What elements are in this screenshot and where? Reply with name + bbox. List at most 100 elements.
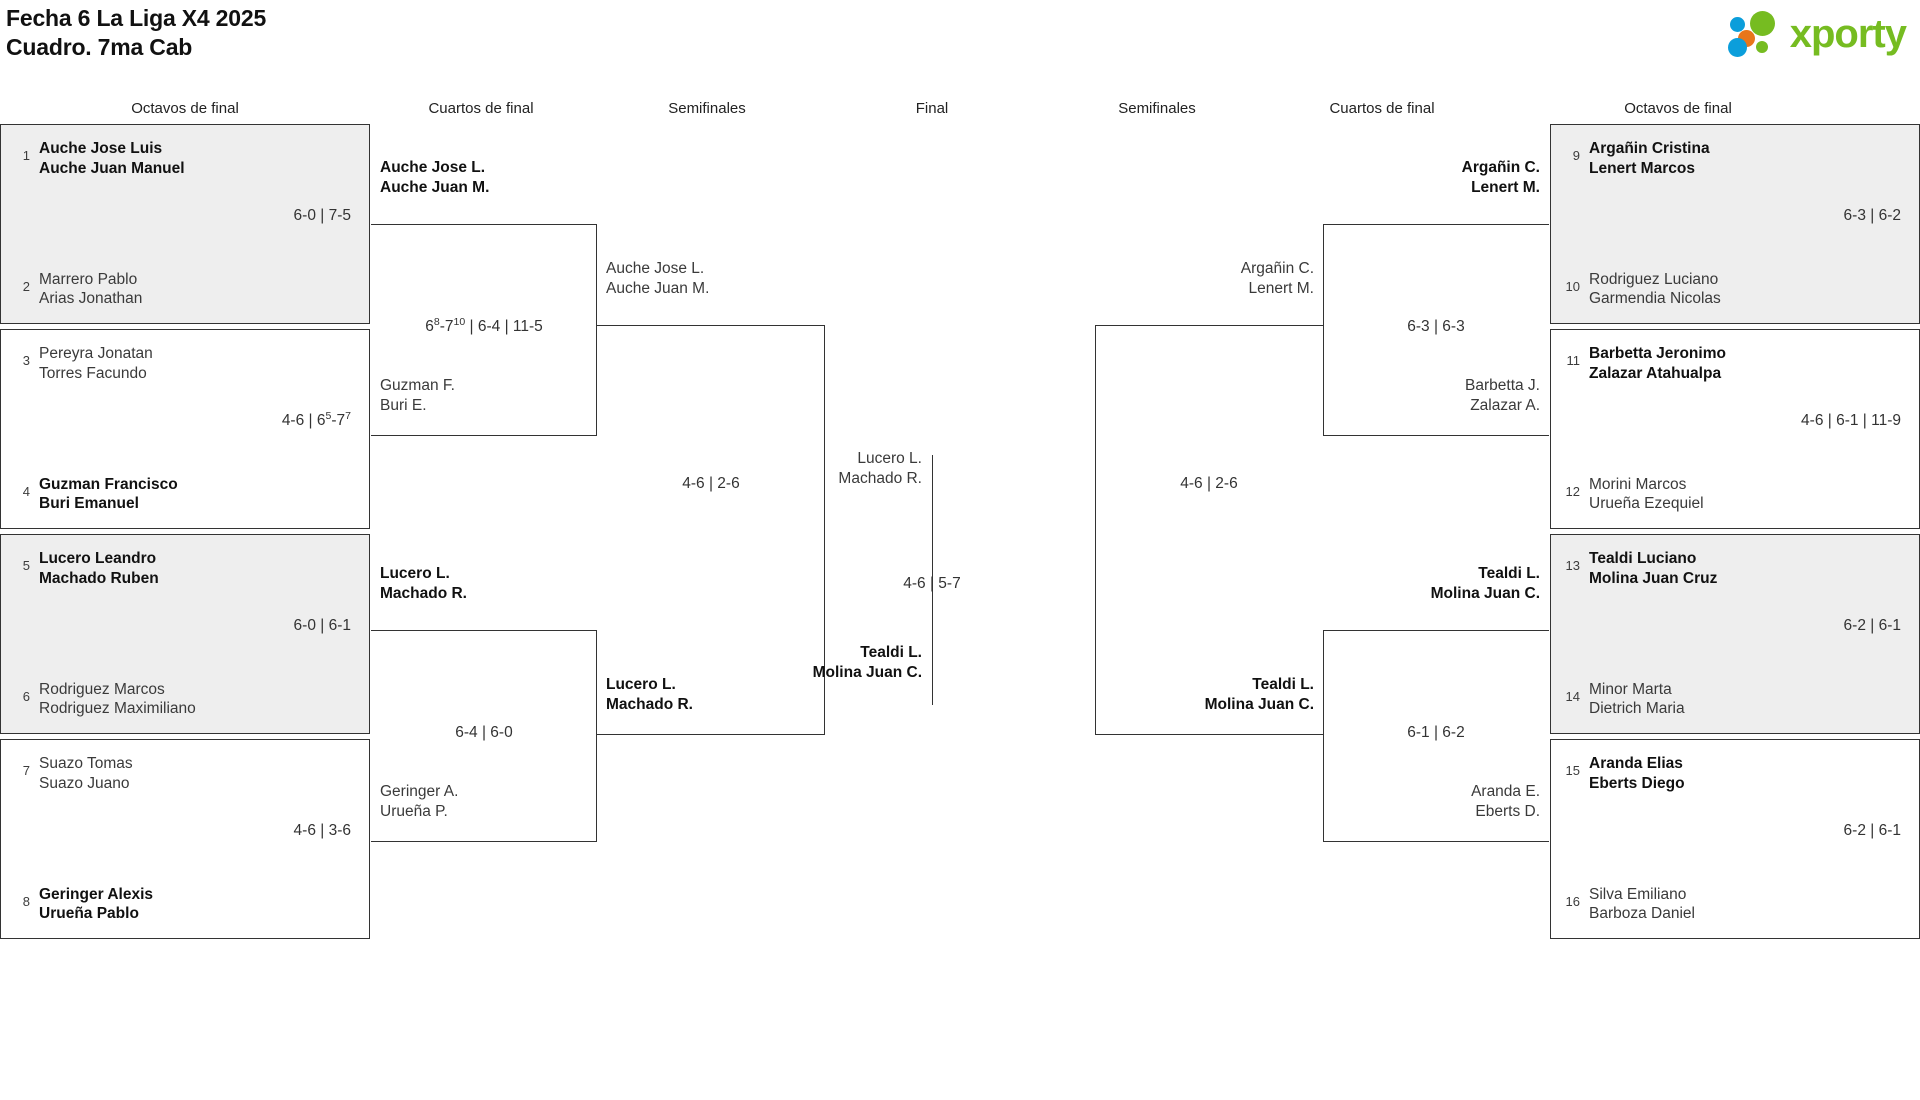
left-qf-0-score: 68-710 | 6-4 | 11-5: [425, 315, 543, 335]
xporty-logo: xporty: [1727, 8, 1907, 60]
team-line-2: Auche Juan M.: [380, 178, 490, 196]
left-sf-0-box[interactable]: [597, 325, 825, 735]
left-sf-0-team-top[interactable]: Auche Jose L.Auche Juan M.: [606, 259, 709, 298]
right-qf-0-score: 6-3 | 6-3: [1407, 318, 1465, 335]
left-qf-0-team-bottom[interactable]: Guzman F.Buri E.: [380, 376, 455, 415]
seed-number: 2: [22, 278, 30, 294]
team-line-2: Buri E.: [380, 396, 427, 414]
seed-number: 11: [1566, 353, 1581, 368]
player-name-1: Guzman Francisco: [39, 475, 178, 493]
left-qf-1-team-bottom[interactable]: Geringer A.Urueña P.: [380, 782, 458, 821]
right-sf-0-box[interactable]: [1095, 325, 1323, 735]
player-name-2: Lenert Marcos: [1589, 159, 1695, 177]
seed-number: 4: [22, 483, 30, 499]
player-name-1: Aranda Elias: [1589, 755, 1683, 772]
left-sf-0-team-bottom[interactable]: Lucero L.Machado R.: [606, 675, 693, 714]
match-score: 6-0 | 6-1: [293, 617, 351, 634]
player-name-1: Morini Marcos: [1589, 475, 1687, 493]
right-qf-0-team-bottom[interactable]: Barbetta J.Zalazar A.: [1465, 376, 1540, 415]
right-qf-1-team-bottom[interactable]: Aranda E.Eberts D.: [1471, 782, 1540, 821]
page-title: Fecha 6 La Liga X4 2025 Cuadro. 7ma Cab: [6, 4, 266, 63]
player-name-1: Minor Marta: [1589, 680, 1672, 698]
team-line-2: Lenert M.: [1471, 178, 1540, 196]
left-qf-0-box[interactable]: [371, 224, 597, 436]
team-line-2: Zalazar A.: [1470, 396, 1540, 414]
final-team-right[interactable]: Tealdi L.Molina Juan C.: [813, 643, 922, 682]
right-sf-0-team-bottom[interactable]: Tealdi L. Molina Juan C.: [1205, 675, 1314, 714]
player-name-2: Garmendia Nicolas: [1589, 290, 1721, 308]
seed-number: 16: [1565, 893, 1580, 909]
seed-number: 9: [1572, 148, 1580, 163]
round-header-5: Semifinales: [1118, 100, 1196, 117]
team-line-1: Tealdi L.: [1252, 676, 1314, 693]
right-qf-0-team-top[interactable]: Argañin C.Lenert M.: [1462, 158, 1540, 197]
left-sf-0-score: 4-6 | 2-6: [682, 475, 740, 492]
player-name-2: Urueña Ezequiel: [1589, 495, 1704, 513]
left-qf-1-team-top[interactable]: Lucero L.Machado R.: [380, 564, 467, 603]
title-line-2: Cuadro. 7ma Cab: [6, 34, 193, 61]
left-qf-1-score: 6-4 | 6-0: [455, 724, 513, 741]
team-line-2: Molina Juan C.: [1204, 695, 1314, 713]
left-qf-0-team-top[interactable]: Auche Jose L. Auche Juan M.: [380, 158, 489, 197]
right-qf-1-box[interactable]: [1323, 630, 1549, 842]
seed-number: 7: [22, 763, 30, 778]
match-score: 6-3 | 6-2: [1843, 207, 1901, 224]
seed-number: 10: [1565, 278, 1580, 294]
seed-number: 1: [22, 148, 30, 163]
final-team-left[interactable]: Lucero L.Machado R.: [838, 449, 922, 488]
player-name-1: Auche Jose Luis: [39, 140, 163, 157]
right-sf-0-team-top[interactable]: Argañin C.Lenert M.: [1241, 259, 1314, 298]
team-line-1: Geringer A.: [380, 783, 459, 800]
team-line-2: Machado R.: [380, 584, 467, 602]
seed-number: 6: [22, 688, 30, 704]
team-line-2: Machado R.: [838, 469, 922, 487]
left-qf-1-box[interactable]: [371, 630, 597, 842]
seed-number: 13: [1565, 558, 1580, 573]
final-divider: [932, 455, 933, 705]
team-line-1: Tealdi L.: [1478, 565, 1540, 582]
player-name-2: Rodriguez Maximiliano: [39, 700, 196, 718]
player-name-1: Tealdi Luciano: [1589, 550, 1697, 567]
right-qf-1-team-top[interactable]: Tealdi L.Molina Juan C.: [1431, 564, 1540, 603]
right-qf-0-box[interactable]: [1323, 224, 1549, 436]
seed-number: 3: [22, 353, 30, 368]
seed-number: 8: [22, 893, 30, 909]
team-line-1: Auche Jose L.: [380, 159, 486, 176]
team-line-1: Auche Jose L.: [606, 260, 705, 277]
match-score: 6-2 | 6-1: [1843, 822, 1901, 839]
